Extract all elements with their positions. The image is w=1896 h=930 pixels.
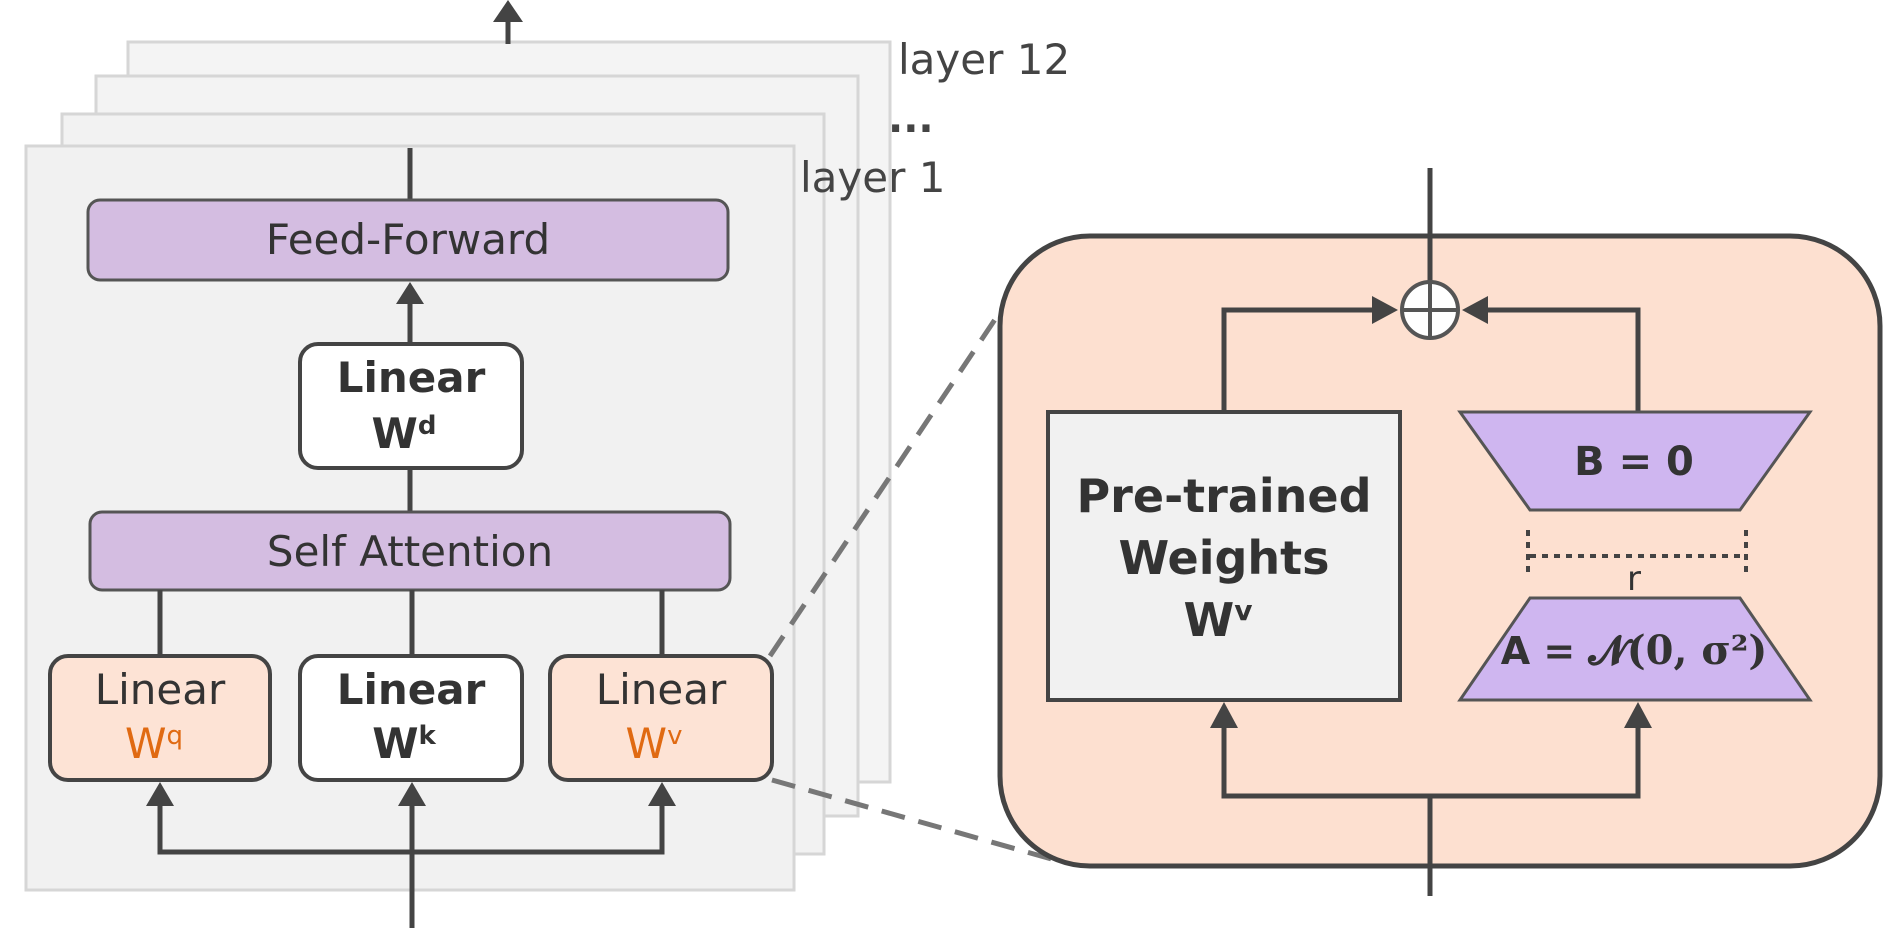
b-to-sum-line: [1484, 307, 1641, 412]
a-matrix-label: A = 𝓝(0, σ²): [1501, 627, 1768, 674]
linear-wk-block: [298, 654, 524, 782]
linear-wq-weight: Wq: [125, 719, 183, 768]
input-bus: [157, 802, 665, 855]
zoom-line-bottom: [771, 777, 1063, 865]
linear-wv-label: Linear: [596, 665, 727, 714]
pretrained-to-sum-arrowhead: [1372, 296, 1398, 324]
layer-label-top: layer 12: [898, 35, 1070, 84]
linear-wd-weight: Wd: [372, 409, 437, 458]
panel-input-bus: [1221, 724, 1641, 799]
panel-input-arrowhead-right: [1624, 702, 1652, 728]
pretrained-weight: Wv: [1183, 593, 1252, 647]
linear-wv-weight: Wv: [626, 719, 683, 768]
input-arrowhead-v: [648, 782, 676, 806]
wd-to-ff-arrowhead: [396, 282, 424, 304]
feed-forward-label: Feed-Forward: [266, 215, 550, 264]
linear-wq-label: Linear: [95, 665, 226, 714]
linear-wv-block: [548, 654, 774, 782]
pretrained-line2: Weights: [1118, 531, 1329, 585]
panel-input-arrowhead-left: [1210, 702, 1238, 728]
layer-label-dots: ...: [888, 96, 934, 142]
output-arrow-head: [493, 0, 523, 22]
b-matrix-trapezoid: [1457, 410, 1813, 512]
linear-wk-weight: Wk: [372, 719, 436, 768]
self-attention-label: Self Attention: [267, 527, 553, 576]
input-arrowhead-q: [146, 782, 174, 806]
feed-forward-block: [86, 198, 730, 282]
b-to-sum-arrowhead: [1462, 296, 1488, 324]
input-arrowhead-k: [398, 782, 426, 806]
pretrained-line1: Pre-trained: [1076, 469, 1371, 523]
linear-wq-block: [48, 654, 272, 782]
linear-wk-label: Linear: [337, 665, 486, 714]
layer-label-bottom: layer 1: [800, 153, 945, 202]
lora-panel: [997, 233, 1883, 869]
zoom-line-top: [767, 304, 1007, 658]
circled-plus-icon: [1400, 280, 1460, 340]
b-matrix-label: B = 0: [1574, 439, 1694, 485]
pretrained-to-sum-line: [1221, 307, 1376, 412]
pretrained-weights-block: [1046, 410, 1402, 702]
a-matrix-trapezoid: [1457, 596, 1813, 702]
rank-label: r: [1627, 559, 1641, 599]
linear-wd-label: Linear: [337, 353, 486, 402]
